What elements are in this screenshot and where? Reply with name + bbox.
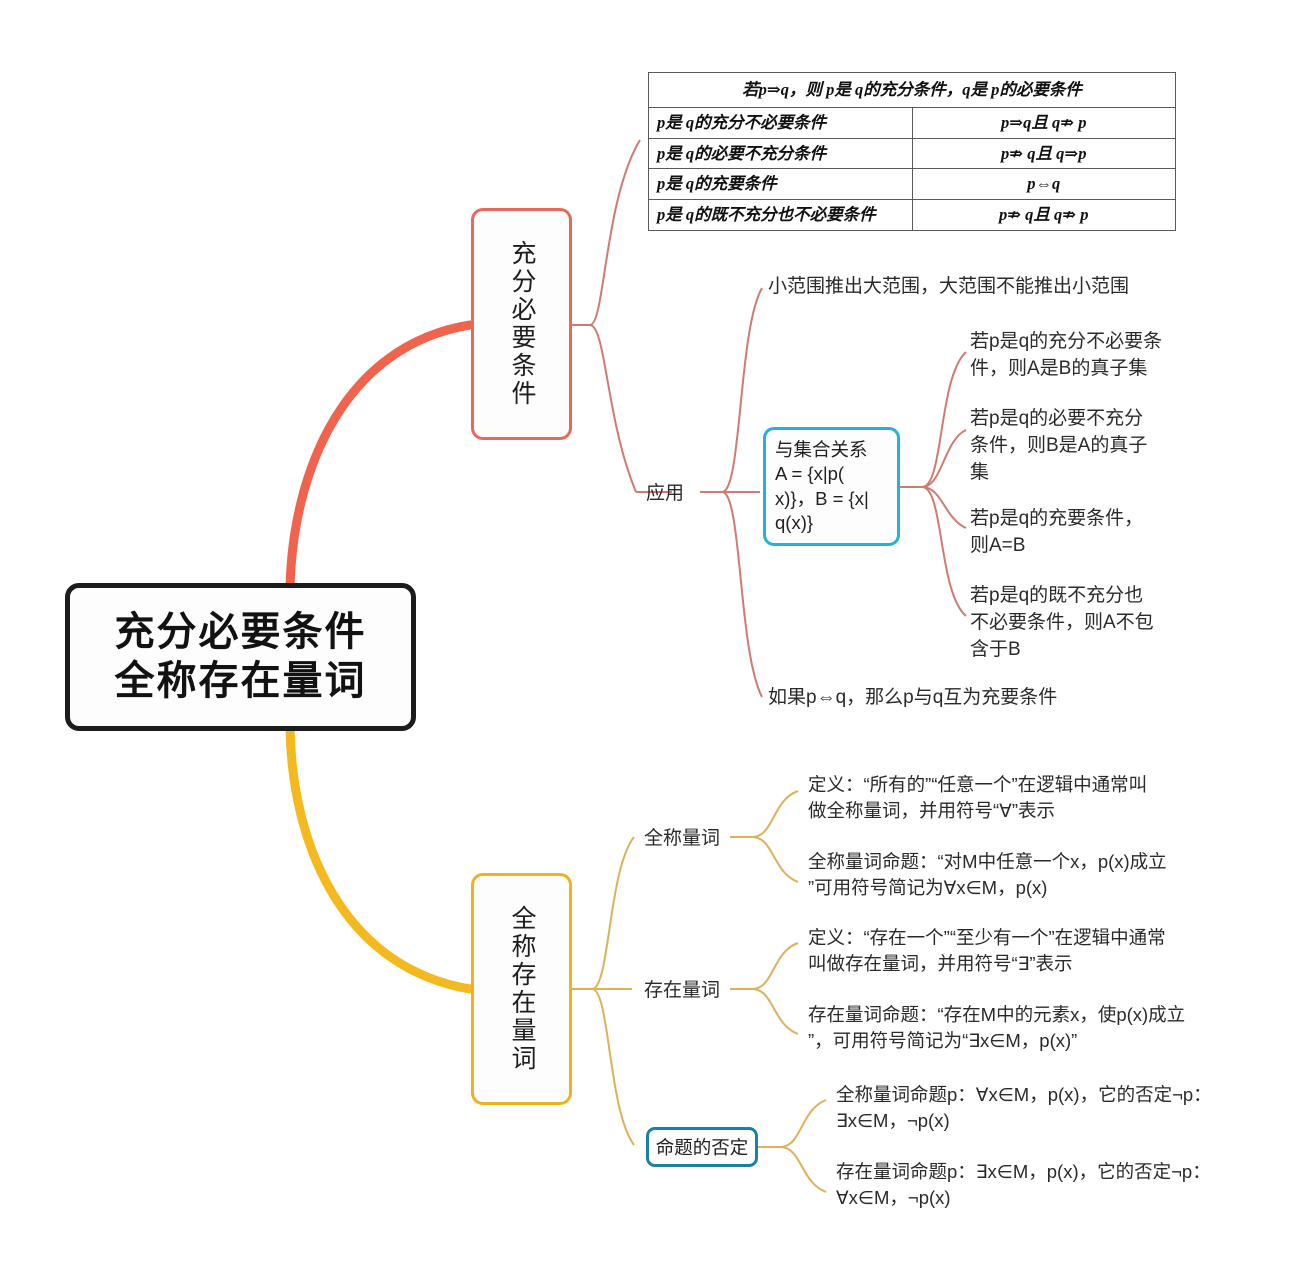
node-set-relation-label: 与集合关系 A = {x|p( x)}，B = {x| q(x)} xyxy=(775,438,869,533)
node-proposition-negation-label: 命题的否定 xyxy=(655,1137,749,1158)
leaf-equivalence-rule[interactable]: 如果p⇔q，那么p与q互为充要条件 xyxy=(768,687,1058,708)
leaf-negation-universal[interactable]: 全称量词命题p：∀x∈M，p(x)，它的否定¬p： ∃x∈M，¬p(x) xyxy=(836,1084,1212,1132)
branch-label-quantifiers: 全称存在量词 xyxy=(508,905,536,1073)
leaf-existential-definition[interactable]: 定义：“存在一个”“至少有一个”在逻辑中通常 叫做存在量词，并用符号“∃”表示 xyxy=(808,927,1166,975)
branch-sufficient-necessary[interactable]: 充分必要条件 xyxy=(471,208,572,440)
leaf-set-case-3[interactable]: 若p是q的充要条件， 则A=B xyxy=(970,508,1144,556)
leaf-set-case-1[interactable]: 若p是q的充分不必要条 件，则A是B的真子集 xyxy=(970,331,1163,379)
table-row: p是 q的充要条件 p⇔q xyxy=(648,168,1176,201)
leaf-set-case-2[interactable]: 若p是q的必要不充分 条件，则B是A的真子 集 xyxy=(970,408,1148,483)
root-title-line1: 充分必要条件 xyxy=(114,610,367,655)
table-header-cell: 若p⇒q，则 p是 q的充分条件，q是 p的必要条件 xyxy=(648,72,1176,108)
leaf-universal-quantifier[interactable]: 全称量词 xyxy=(644,828,721,849)
branch-label-sufficient-necessary: 充分必要条件 xyxy=(508,240,536,408)
root-node[interactable]: 充分必要条件 全称存在量词 xyxy=(65,583,416,731)
table-cell-right: p⇏ q且 q⇏ p xyxy=(911,199,1176,231)
node-set-relation[interactable]: 与集合关系 A = {x|p( x)}，B = {x| q(x)} xyxy=(763,427,900,546)
table-row: p是 q的充分不必要条件 p⇒q且 q⇏ p xyxy=(648,106,1176,139)
node-proposition-negation[interactable]: 命题的否定 xyxy=(646,1127,758,1167)
table-cell-right: p⇒q且 q⇏ p xyxy=(911,106,1176,139)
leaf-set-case-4[interactable]: 若p是q的既不充分也 不必要条件，则A不包 含于B xyxy=(970,585,1154,660)
table-cell-left: p是 q的既不充分也不必要条件 xyxy=(648,199,913,231)
leaf-universal-proposition[interactable]: 全称量词命题：“对M中任意一个x，p(x)成立 ”可用符号简记为∀x∈M，p(x… xyxy=(808,851,1167,899)
leaf-existential-proposition[interactable]: 存在量词命题：“存在M中的元素x，使p(x)成立 ”，可用符号简记为“∃x∈M，… xyxy=(808,1004,1186,1052)
leaf-application[interactable]: 应用 xyxy=(646,483,685,504)
leaf-range-rule[interactable]: 小范围推出大范围，大范围不能推出小范围 xyxy=(768,276,1130,297)
leaf-negation-existential[interactable]: 存在量词命题p：∃x∈M，p(x)，它的否定¬p： ∀x∈M，¬p(x) xyxy=(836,1161,1211,1209)
table-cell-left: p是 q的充要条件 xyxy=(648,168,913,201)
leaf-universal-definition[interactable]: 定义：“所有的”“任意一个”在逻辑中通常叫 做全称量词，并用符号“∀”表示 xyxy=(808,774,1148,822)
table-cell-left: p是 q的充分不必要条件 xyxy=(648,106,913,139)
root-title-line2: 全称存在量词 xyxy=(114,659,367,703)
table-header-row: 若p⇒q，则 p是 q的充分条件，q是 p的必要条件 xyxy=(648,72,1176,108)
branch-quantifiers[interactable]: 全称存在量词 xyxy=(471,873,572,1105)
conditions-reference-table: 若p⇒q，则 p是 q的充分条件，q是 p的必要条件 p是 q的充分不必要条件 … xyxy=(648,72,1176,231)
table-cell-right: p⇔q xyxy=(911,168,1176,201)
table-cell-right: p⇏ q且 q⇒p xyxy=(911,137,1176,170)
table-row: p是 q的必要不充分条件 p⇏ q且 q⇒p xyxy=(648,137,1176,170)
leaf-existential-quantifier[interactable]: 存在量词 xyxy=(644,980,721,1001)
table-cell-left: p是 q的必要不充分条件 xyxy=(648,137,913,170)
table-row: p是 q的既不充分也不必要条件 p⇏ q且 q⇏ p xyxy=(648,199,1176,231)
